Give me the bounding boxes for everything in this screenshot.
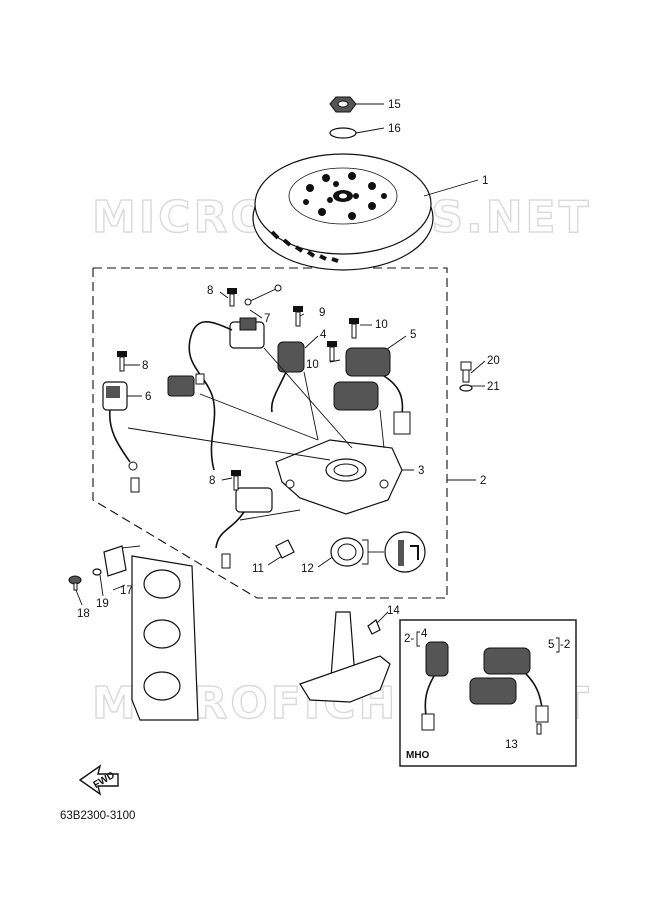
bolt-18 — [68, 575, 82, 591]
bolt-9 — [293, 306, 303, 327]
mho-inset — [399, 619, 577, 767]
washer-21 — [459, 384, 473, 392]
callout-11: 11 — [252, 563, 264, 575]
cable-clamp — [103, 545, 141, 577]
callout-18: 18 — [77, 608, 90, 620]
callout-3: 3 — [418, 465, 424, 477]
screw-left — [130, 477, 140, 493]
callout-19: 19 — [96, 598, 109, 610]
callout-15: 15 — [388, 99, 401, 111]
diagram-code: 63B2300-3100 — [60, 810, 135, 822]
callout-20: 20 — [487, 355, 500, 367]
bolt-10-right — [349, 318, 359, 339]
callout-7: 7 — [264, 313, 270, 325]
crankcase-outline — [131, 555, 199, 721]
bolt-8-left — [117, 351, 127, 372]
assembly-guide-lines — [127, 347, 385, 521]
bolt-20 — [460, 361, 472, 383]
stator-assembly-boundary — [92, 267, 448, 599]
woodruff-key — [367, 619, 381, 635]
lighting-coil — [188, 317, 265, 471]
callout-16: 16 — [388, 123, 401, 135]
callout-numbers: 15 16 1 2 3 4 5 6 7 8 8 8 9 10 10 11 12 … — [77, 99, 518, 751]
charge-coil — [270, 341, 305, 413]
wire-clip — [275, 539, 295, 559]
screw-bottom — [221, 553, 231, 569]
leader-lines — [75, 103, 538, 745]
lower-pulser — [215, 487, 273, 549]
callout-6: 6 — [145, 391, 151, 403]
inset-ref-left-number: 4 — [421, 628, 428, 640]
stator-base — [275, 439, 403, 515]
bolt-8-top — [227, 288, 237, 307]
crankshaft — [299, 611, 391, 703]
wire-connector — [167, 373, 205, 397]
callout-8-bottom: 8 — [209, 475, 215, 487]
inset-ref-right-number: 5 — [548, 639, 554, 651]
callout-8-top: 8 — [207, 285, 213, 297]
callout-5: 5 — [410, 329, 416, 341]
pulser-coil — [102, 381, 138, 471]
callout-10-middle: 10 — [306, 359, 319, 371]
bolt-8-bottom — [231, 470, 241, 491]
callout-14: 14 — [387, 605, 400, 617]
source-coil — [333, 347, 411, 435]
flywheel — [252, 153, 434, 271]
callout-10-right: 10 — [375, 319, 388, 331]
fwd-arrow-icon: FWD — [78, 764, 119, 796]
oil-seal — [330, 537, 364, 567]
inset-ref-left-prefix: 2- — [404, 633, 414, 645]
callout-17: 17 — [120, 585, 133, 597]
inset-ref-right-suffix: -2 — [560, 639, 570, 651]
callout-2: 2 — [480, 475, 486, 487]
oil-seal-detail — [384, 531, 426, 573]
washer-19 — [92, 568, 102, 576]
callout-4: 4 — [320, 329, 327, 341]
inset-labels: 2- 4 5 -2 MHO — [404, 628, 570, 761]
flywheel-washer — [329, 127, 357, 139]
inset-model-label: MHO — [406, 750, 430, 761]
callout-9: 9 — [319, 307, 325, 319]
bolt-10-middle — [327, 341, 337, 362]
callout-12: 12 — [301, 563, 314, 575]
flywheel-nut — [329, 96, 357, 113]
callout-21: 21 — [487, 381, 500, 393]
callout-8-left: 8 — [142, 360, 148, 372]
callout-1: 1 — [482, 175, 488, 187]
ground-lead — [247, 287, 279, 303]
callout-13: 13 — [505, 739, 518, 751]
